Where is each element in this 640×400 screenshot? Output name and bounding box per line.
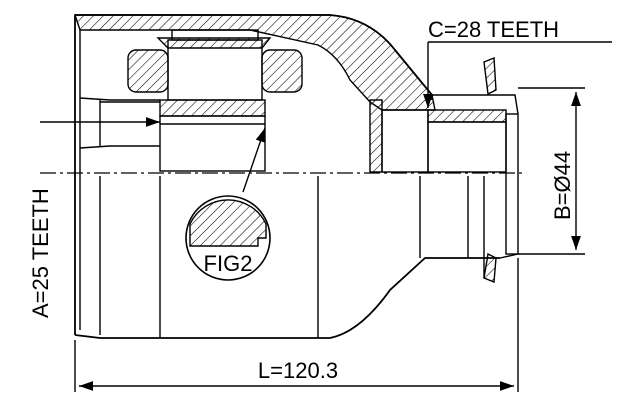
output-neck (505, 113, 519, 255)
shield-tab-bottom (483, 252, 497, 284)
inner-cone (79, 97, 160, 149)
length-label: L=120.3 (258, 358, 338, 383)
output-spline-body (427, 121, 507, 173)
output-flange (432, 94, 519, 259)
tripod-roller-right (261, 49, 303, 93)
spline-hub (159, 99, 266, 117)
tripod-roller-left (127, 49, 169, 93)
a-teeth-label: A=25 TEETH (28, 188, 53, 318)
spline-hub-body (159, 115, 266, 172)
fig2-hatch (189, 199, 267, 247)
bore-wall (381, 109, 429, 173)
fig2-leader (242, 127, 266, 193)
snap-ring-left (369, 99, 383, 173)
tripod-trunnion (167, 39, 263, 101)
shield-tab-top (483, 56, 497, 96)
fig2-label: FIG2 (204, 251, 253, 276)
b-diameter-label: B=Ø44 (550, 151, 575, 220)
output-spline (427, 109, 507, 123)
c-teeth-label: C=28 TEETH (428, 17, 559, 42)
housing-outline (74, 14, 500, 339)
trunnion-cap-inner (171, 29, 259, 41)
